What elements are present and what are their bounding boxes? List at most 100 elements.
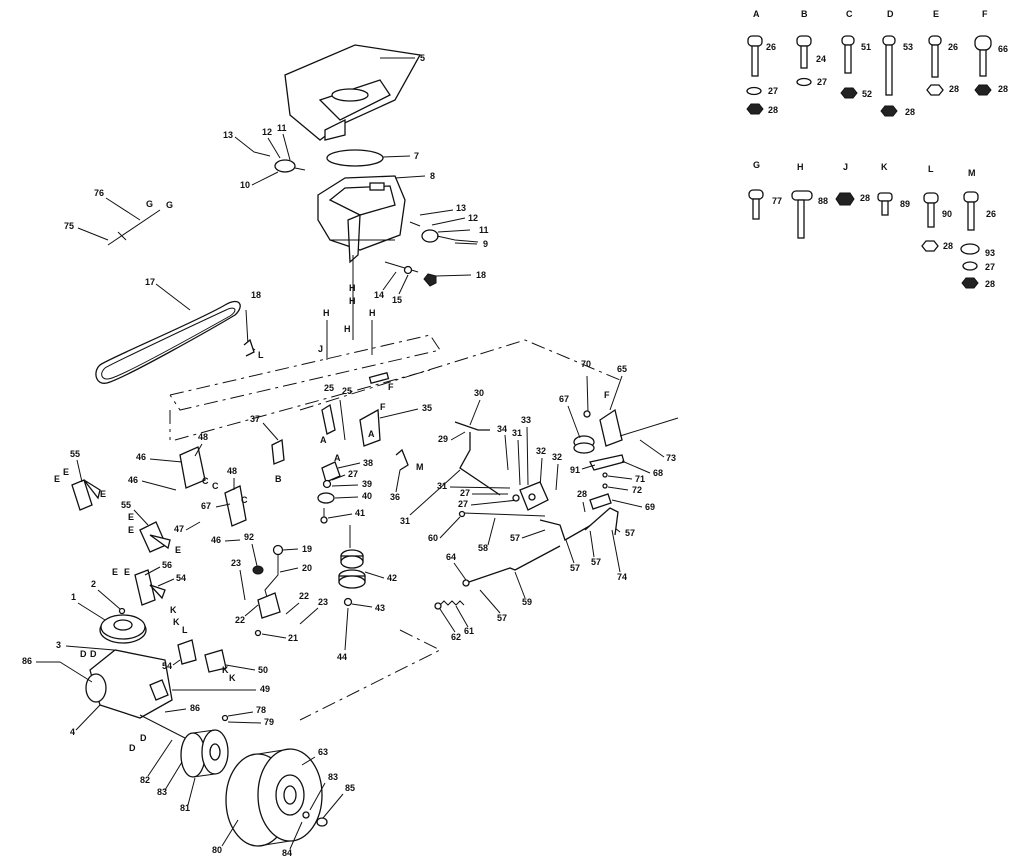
kit-letter-b: B [801, 9, 808, 19]
callout-47: 47 [174, 524, 184, 534]
callout-31c: 31 [400, 516, 410, 526]
callout-kit-j-nut: 28 [860, 193, 870, 203]
callout-kit-g-bolt: 77 [772, 196, 782, 206]
gasket-ring [326, 149, 384, 167]
callout-18b: 18 [251, 290, 261, 300]
callout-kit-b-bolt: 24 [816, 54, 826, 64]
washer-83 [302, 811, 310, 819]
bracket-56-54 [134, 569, 166, 606]
letter-e-1: E [54, 474, 60, 484]
callout-75: 75 [64, 221, 74, 231]
callout-17: 17 [145, 277, 155, 287]
callout-78: 78 [256, 705, 266, 715]
callout-49: 49 [260, 684, 270, 694]
kit-letter-h: H [797, 162, 804, 172]
letter-d-1: D [80, 649, 87, 659]
washer-27-m [962, 261, 978, 271]
callout-35: 35 [422, 403, 432, 413]
letter-f-2: F [380, 402, 386, 412]
callout-54b: 54 [162, 661, 172, 671]
bolt-88-h [791, 190, 813, 201]
bolt-26-m [963, 191, 979, 203]
control-rod-58 [458, 510, 546, 518]
callout-18a: 18 [476, 270, 486, 280]
callout-41: 41 [355, 508, 365, 518]
kit-letter-a: A [753, 9, 760, 19]
transaxle-pulley [99, 607, 147, 644]
callout-67b: 67 [201, 501, 211, 511]
callout-83b: 83 [328, 772, 338, 782]
callout-46a: 46 [136, 452, 146, 462]
letter-g-1: G [146, 199, 153, 209]
callout-5: 5 [420, 53, 425, 63]
washer-27-b [796, 77, 812, 87]
kit-letter-k: K [881, 162, 888, 172]
callout-kit-l-bolt: 90 [942, 209, 952, 219]
callout-62: 62 [451, 632, 461, 642]
callout-27b: 27 [460, 488, 470, 498]
key-78 [221, 714, 229, 722]
nut-28-a [746, 103, 764, 115]
letter-h-4: H [344, 324, 351, 334]
callout-82: 82 [140, 775, 150, 785]
callout-kit-d-bolt: 53 [903, 42, 913, 52]
letter-b: B [275, 474, 282, 484]
letter-j: J [318, 344, 323, 354]
spark-plug-left [253, 151, 306, 173]
callout-57c: 57 [591, 557, 601, 567]
callout-48a: 48 [198, 432, 208, 442]
callout-4: 4 [70, 727, 75, 737]
callout-kit-c-nut: 52 [862, 89, 872, 99]
callout-59: 59 [522, 597, 532, 607]
bolt-89-k [877, 192, 893, 202]
callout-kit-l-nut: 28 [943, 241, 953, 251]
belt-guide [243, 309, 256, 357]
callout-55b: 55 [121, 500, 131, 510]
letter-k-2: K [173, 617, 180, 627]
clutch-lever [252, 544, 284, 619]
kit-letter-f: F [982, 9, 988, 19]
nut-28-e [926, 84, 944, 96]
letter-f-1: F [388, 382, 394, 392]
callout-7: 7 [414, 151, 419, 161]
callout-61: 61 [464, 626, 474, 636]
letter-c-2: C [212, 481, 219, 491]
bracket-37 [271, 438, 285, 465]
callout-kit-k-bolt: 89 [900, 199, 910, 209]
letter-c-3: C [241, 495, 248, 505]
callout-70: 70 [581, 359, 591, 369]
letter-h-3: H [323, 308, 330, 318]
callout-71: 71 [635, 474, 645, 484]
callout-54a: 54 [176, 573, 186, 583]
throttle-cable [107, 209, 161, 246]
drive-pulleys [338, 525, 366, 607]
callout-79: 79 [264, 717, 274, 727]
rear-tire [225, 748, 323, 847]
pulley-bracket [321, 371, 390, 447]
callout-14: 14 [374, 290, 384, 300]
callout-86a: 86 [22, 656, 32, 666]
bracket-55-top [71, 479, 101, 511]
kit-letter-e: E [933, 9, 939, 19]
letter-a-2: A [368, 429, 375, 439]
callout-13b: 13 [456, 203, 466, 213]
callout-80: 80 [212, 845, 222, 855]
bracket-36 [395, 448, 409, 471]
callout-29: 29 [438, 434, 448, 444]
nut-28-d [880, 105, 898, 117]
callout-30: 30 [474, 388, 484, 398]
callout-kit-m-washer1: 93 [985, 248, 995, 258]
callout-67a: 67 [559, 394, 569, 404]
callout-44: 44 [337, 652, 347, 662]
nut-28-j [835, 192, 855, 206]
callout-58: 58 [478, 543, 488, 553]
callout-kit-e-bolt: 26 [948, 42, 958, 52]
callout-8: 8 [430, 171, 435, 181]
letter-e-7: E [112, 567, 118, 577]
letter-k-3: K [222, 665, 229, 675]
callout-kit-a-nut: 28 [768, 105, 778, 115]
drive-belt [95, 300, 241, 384]
letter-m: M [416, 462, 424, 472]
callout-19: 19 [302, 544, 312, 554]
